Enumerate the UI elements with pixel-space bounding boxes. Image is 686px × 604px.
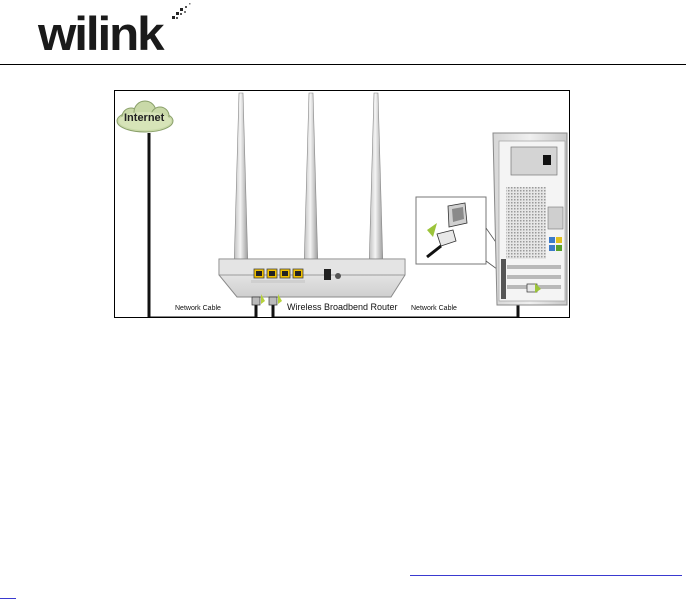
network-cable-label-left: Network Cable [175, 305, 221, 312]
internet-label: Internet [124, 112, 164, 124]
antenna-icon [234, 93, 383, 269]
logo-dots-icon [170, 2, 194, 26]
pc-tower-icon [493, 133, 567, 305]
network-cable-label-right: Network Cable [411, 305, 457, 312]
router-label: Wireless Broadbend Router [287, 302, 398, 312]
router-icon [219, 259, 405, 297]
logo-wordmark: wilink [38, 6, 163, 61]
brand-logo: wilink [38, 0, 198, 64]
link-underline-left[interactable] [0, 598, 16, 599]
link-underline-right[interactable] [410, 575, 682, 576]
header-rule [0, 64, 686, 65]
network-diagram: Internet Network Cable Wireless Broadben… [114, 90, 570, 318]
diagram-illustration [115, 91, 570, 318]
